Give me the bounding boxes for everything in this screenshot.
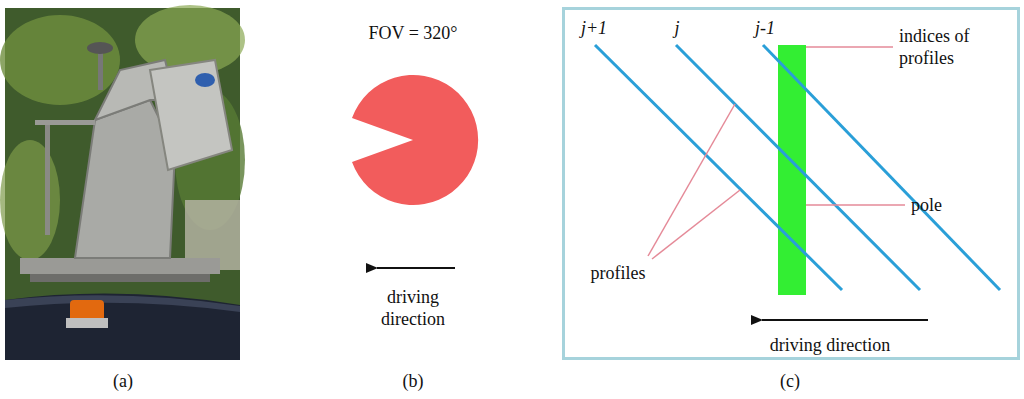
profile-index: j-1 bbox=[755, 17, 775, 40]
scanner-photo bbox=[0, 5, 245, 360]
direction-arrow bbox=[762, 319, 928, 321]
panel-label: (b) bbox=[403, 370, 424, 393]
leader-lines bbox=[648, 47, 905, 259]
callout-label: profiles bbox=[591, 262, 646, 285]
profile-lines bbox=[595, 45, 1000, 290]
profile-index: j bbox=[674, 17, 679, 40]
fov-sector bbox=[352, 75, 478, 205]
fov-label: FOV = 320° bbox=[368, 22, 457, 45]
profile-index: j+1 bbox=[581, 17, 607, 40]
direction-label: driving direction bbox=[363, 286, 463, 331]
panel-frame bbox=[564, 9, 1019, 359]
callout-label: indices of profiles bbox=[899, 25, 1011, 70]
direction-label: driving direction bbox=[770, 334, 890, 357]
direction-arrow bbox=[377, 267, 455, 269]
callout-label: pole bbox=[911, 194, 942, 217]
panel-label: (a) bbox=[113, 370, 133, 393]
panel-label: (c) bbox=[780, 370, 800, 393]
